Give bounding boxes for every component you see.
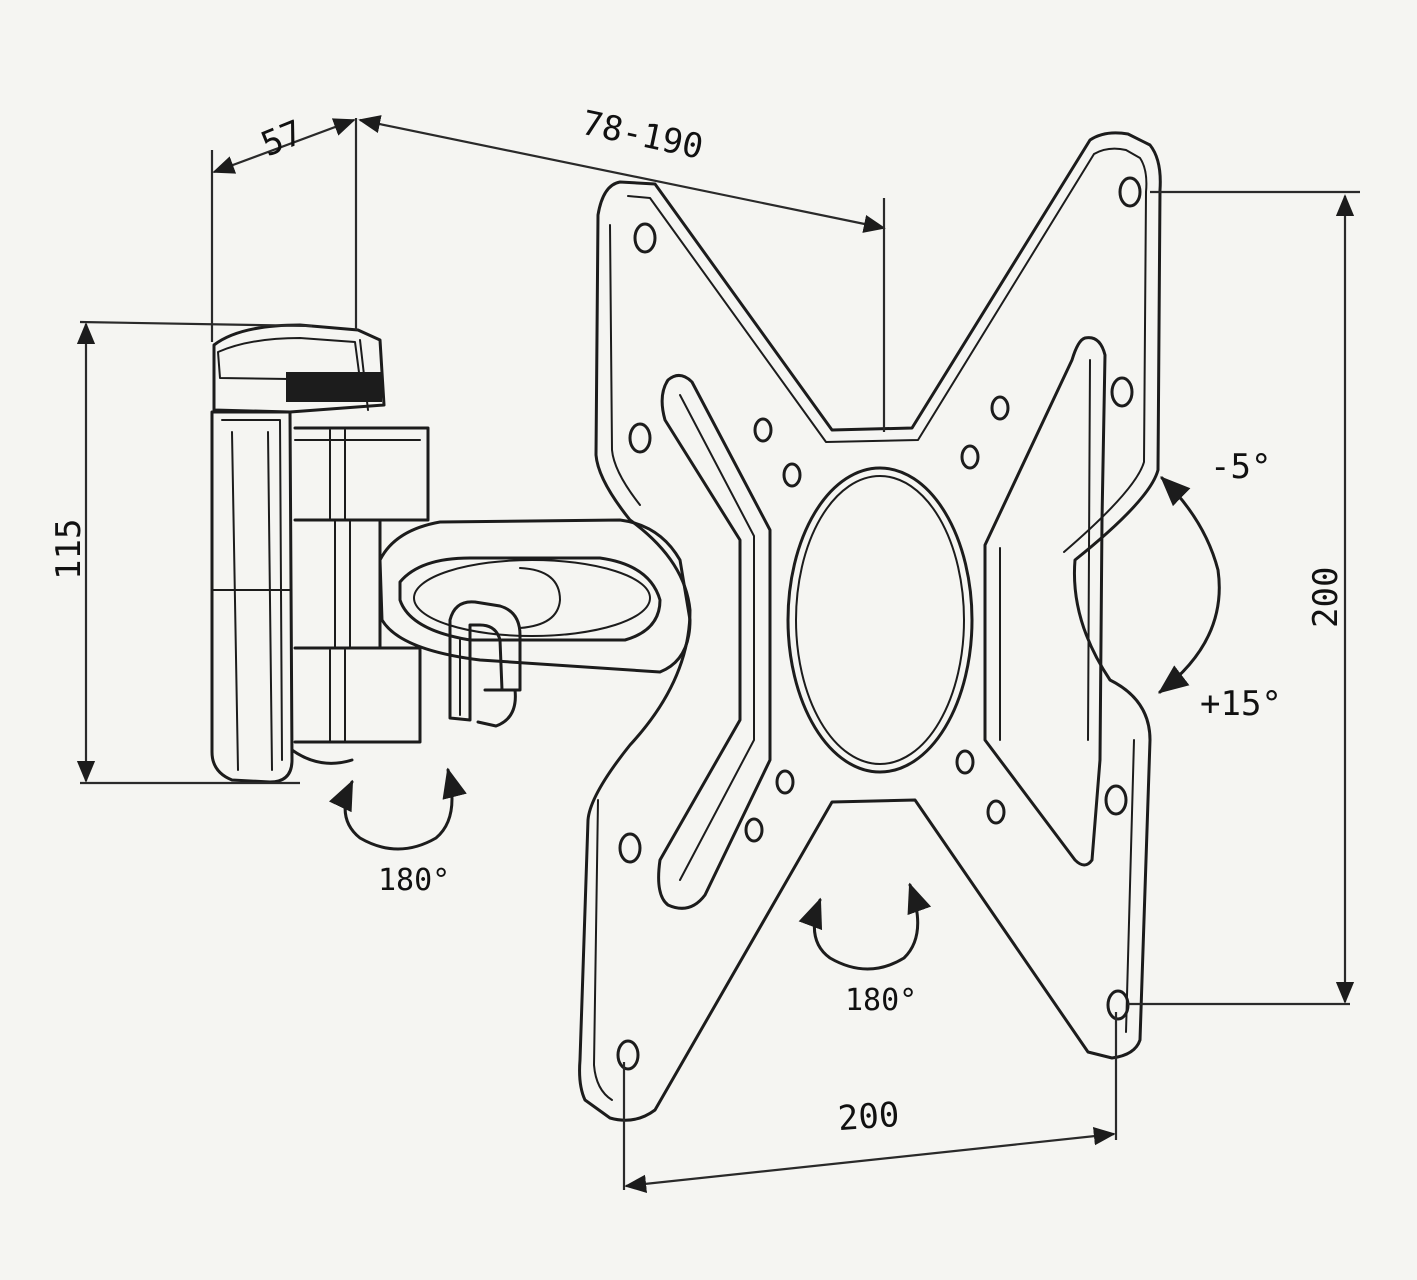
wall-bracket (210, 323, 430, 784)
mounting-holes (616, 176, 1142, 1071)
vesa-vertical-label: 200 (1306, 567, 1346, 628)
vesa-horizontal-label: 200 (837, 1095, 901, 1139)
height-label: 115 (49, 519, 89, 580)
depth-label: 57 (256, 113, 309, 165)
tilt-down-label: +15° (1200, 684, 1282, 724)
wall-swivel-label: 180° (378, 863, 450, 898)
plate-rotation-label: 180° (845, 983, 917, 1018)
vesa-mounting-plate (578, 131, 1162, 1122)
swing-arm (378, 518, 692, 728)
extension-label: 78-190 (578, 103, 706, 168)
tilt-up-label: -5° (1210, 447, 1271, 487)
labels: 57 78-190 115 200 200 180° 180° -5° +15° (49, 103, 1346, 1139)
dimension-lines (76, 115, 1360, 1193)
rotation-arrows (328, 476, 1221, 971)
